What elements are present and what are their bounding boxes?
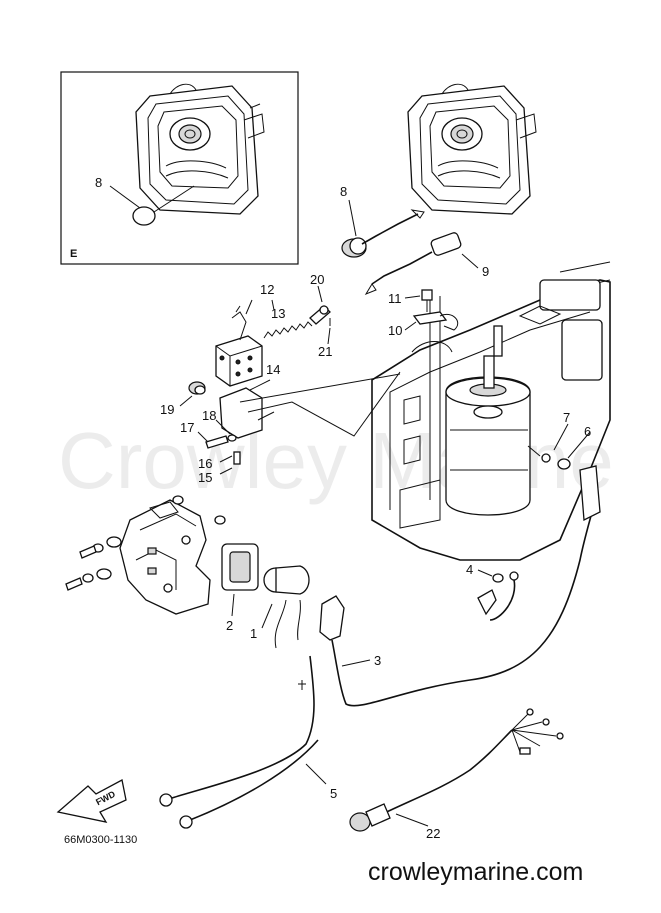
callout-8-main: 8 <box>340 184 347 199</box>
part-code-label: 66M0300-1130 <box>64 834 137 846</box>
callout-3: 3 <box>374 653 381 668</box>
cable-item-5: 5 <box>159 655 337 829</box>
inset-view-label: E <box>70 248 77 260</box>
switch-item-9: 9 <box>364 232 489 296</box>
callout-13: 13 <box>271 306 285 321</box>
spring-item-13 <box>263 321 313 339</box>
engine-block-illustration <box>371 261 611 561</box>
inset-view-e: 8 E <box>60 71 299 265</box>
callout-4: 4 <box>466 562 473 577</box>
callout-8-inset: 8 <box>95 175 102 190</box>
callout-7: 7 <box>563 410 570 425</box>
callout-17: 17 <box>180 420 194 435</box>
callout-15: 15 <box>198 470 212 485</box>
sensor-item-8: 8 <box>340 184 425 258</box>
callout-6: 6 <box>584 424 591 439</box>
clamp-items-10-11: 11 10 <box>388 289 459 338</box>
harness-item-22: 22 <box>349 708 564 841</box>
callout-9: 9 <box>482 264 489 279</box>
callout-18: 18 <box>202 408 216 423</box>
solenoid-assembly: 12 13 20 21 14 19 17 18 16 15 <box>160 272 332 485</box>
terminal-items-6-7: 6 7 <box>527 410 601 522</box>
callout-5: 5 <box>330 786 337 801</box>
mounting-bracket-illustration <box>65 495 226 615</box>
callout-16: 16 <box>198 456 212 471</box>
inset-plug <box>132 206 156 226</box>
fwd-arrow-icon: FWD <box>56 779 127 823</box>
callout-22: 22 <box>426 826 440 841</box>
cable-item-3: 3 <box>319 511 593 707</box>
callout-21: 21 <box>318 344 332 359</box>
solenoid-item-1: 1 <box>250 565 310 649</box>
inset-cover-illustration <box>135 83 265 215</box>
callout-14: 14 <box>266 362 280 377</box>
cover-illustration <box>407 83 537 215</box>
callout-12: 12 <box>260 282 274 297</box>
callout-11: 11 <box>388 291 402 306</box>
footer-url: crowleymarine.com <box>368 858 583 886</box>
callout-10: 10 <box>388 323 402 338</box>
starter-motor-illustration <box>445 325 531 516</box>
callout-20: 20 <box>310 272 324 287</box>
ground-item-4: 4 <box>466 562 519 621</box>
callout-1: 1 <box>250 626 257 641</box>
callout-2: 2 <box>226 618 233 633</box>
callout-19: 19 <box>160 402 174 417</box>
relay-item-2: 2 <box>221 543 259 633</box>
